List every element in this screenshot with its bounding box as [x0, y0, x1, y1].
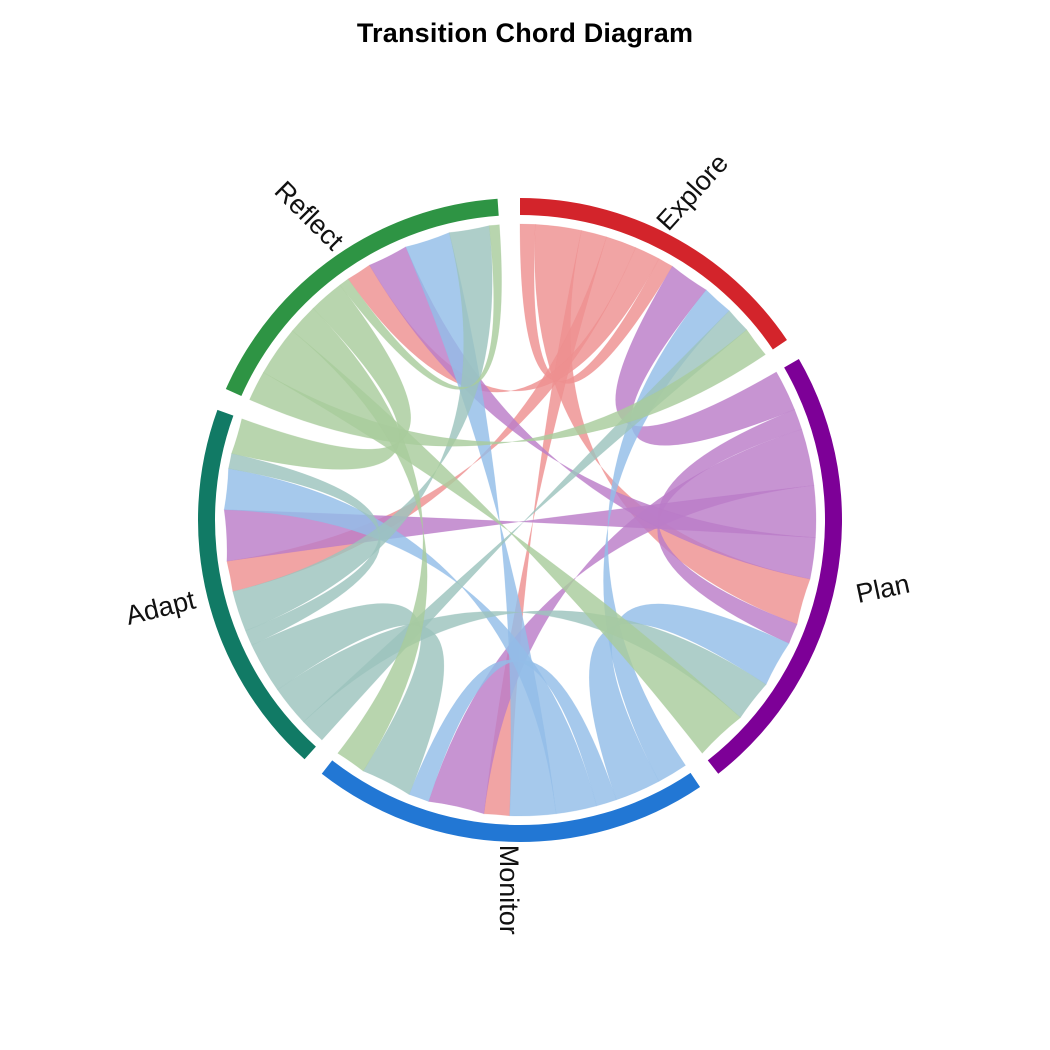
sector-label-explore: Explore	[651, 148, 735, 236]
sector-arc-plan[interactable]	[707, 359, 842, 774]
sector-arc-explore[interactable]	[520, 198, 787, 350]
chord-ribbon-plan-to-reflect[interactable]	[369, 246, 816, 580]
sector-label-plan: Plan	[853, 568, 912, 609]
page-title: Transition Chord Diagram	[356, 18, 694, 48]
sector-label-adapt: Adapt	[123, 584, 199, 630]
chord-ribbon-reflect-to-monitor[interactable]	[291, 307, 428, 772]
sector-label-reflect: Reflect	[269, 175, 350, 256]
sector-arcs-layer	[197, 198, 842, 842]
chord-ribbon-reflect-to-reflect[interactable]	[339, 224, 502, 390]
chord-ribbon-reflect-to-adapt[interactable]	[231, 284, 411, 470]
sector-label-monitor: Monitor	[494, 845, 524, 935]
sector-arc-monitor[interactable]	[321, 760, 701, 842]
chord-ribbon-explore-to-explore[interactable]	[519, 223, 673, 384]
sector-arc-reflect[interactable]	[225, 198, 499, 396]
chord-ribbon-explore-to-reflect[interactable]	[347, 247, 660, 393]
chord-ribbon-monitor-to-reflect[interactable]	[405, 232, 557, 817]
sector-arc-adapt[interactable]	[197, 409, 316, 760]
ribbons-layer	[223, 223, 817, 817]
chord-ribbon-adapt-to-adapt[interactable]	[228, 453, 381, 646]
chord-ribbon-adapt-to-reflect[interactable]	[232, 225, 493, 632]
